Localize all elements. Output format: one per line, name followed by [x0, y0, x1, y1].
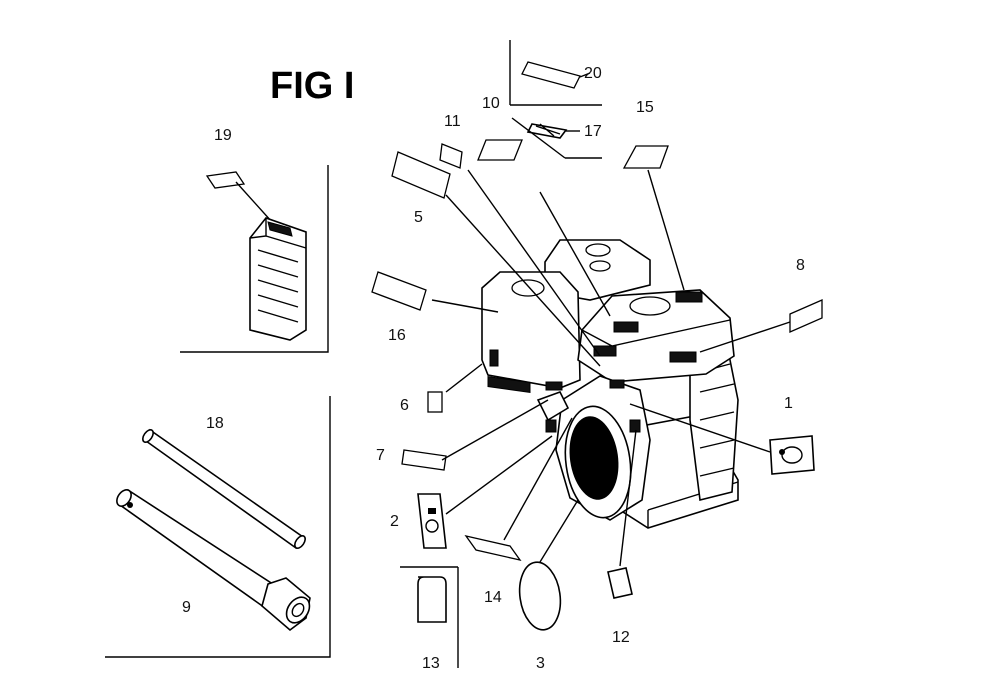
engine-assembly — [481, 239, 739, 529]
callout-8: 8 — [796, 257, 805, 274]
callout-17: 17 — [584, 123, 602, 140]
air-cleaner-element — [205, 171, 307, 341]
callout-19: 19 — [214, 127, 232, 144]
callout-11: 11 — [444, 113, 461, 130]
callout-16: 16 — [388, 327, 406, 344]
tube-18 — [142, 428, 306, 550]
callout-18: 18 — [206, 415, 224, 432]
tube-9 — [116, 488, 311, 632]
callout-20: 20 — [584, 65, 602, 82]
leader-lines — [431, 169, 791, 567]
panel-borders — [105, 40, 602, 668]
callout-1: 1 — [784, 395, 793, 412]
callout-9: 9 — [182, 599, 191, 616]
callout-5: 5 — [414, 209, 423, 226]
callout-10: 10 — [482, 95, 500, 112]
figure-title: FIG I — [270, 65, 354, 107]
callout-15: 15 — [636, 99, 654, 116]
callout-labels: 20 10 17 15 11 19 5 8 16 6 1 18 7 2 14 9… — [182, 65, 805, 672]
callout-6: 6 — [400, 397, 409, 414]
callout-14: 14 — [484, 589, 502, 606]
callout-2: 2 — [390, 513, 399, 530]
callout-12: 12 — [612, 629, 630, 646]
callout-13: 13 — [422, 655, 440, 672]
callout-3: 3 — [536, 655, 545, 672]
decal-parts — [371, 61, 823, 631]
callout-7: 7 — [376, 447, 385, 464]
